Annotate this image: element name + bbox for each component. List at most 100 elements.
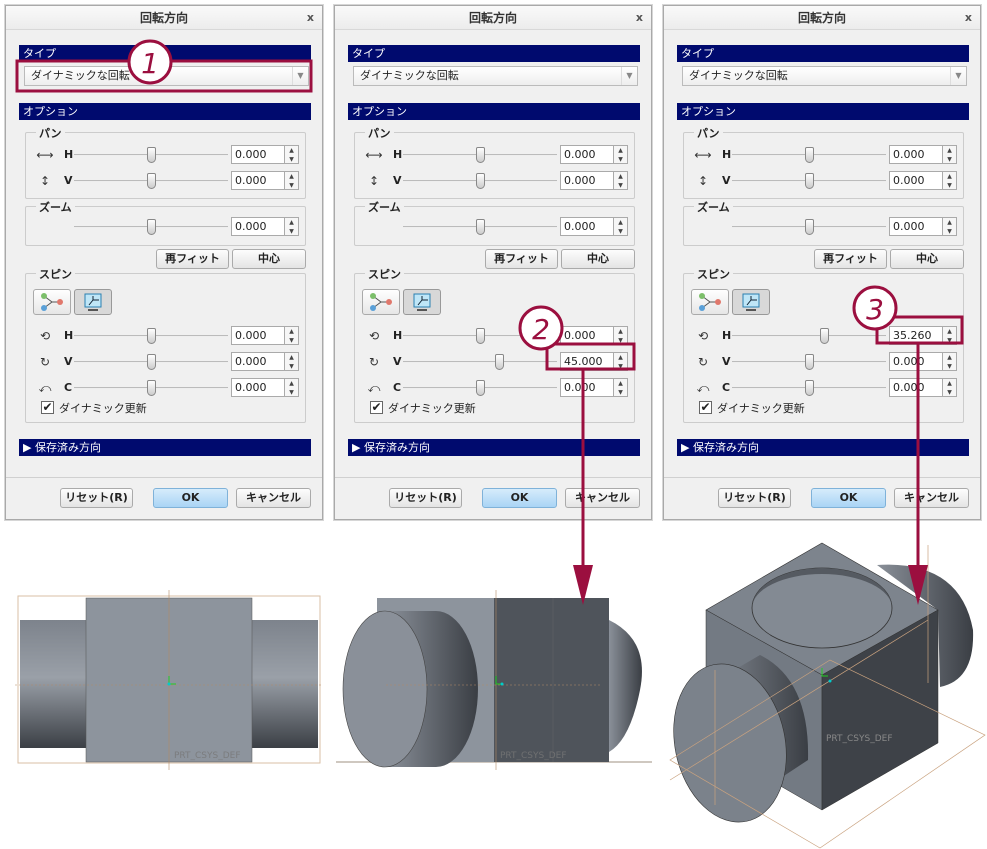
zoom-input[interactable]: 0.000 xyxy=(560,217,614,236)
horizontal-arrows-icon: ⟷ xyxy=(36,148,54,162)
slider-thumb[interactable] xyxy=(147,219,156,235)
pan-h-slider[interactable] xyxy=(74,147,228,163)
dynamic-update-checkbox[interactable]: ✔ xyxy=(41,400,54,414)
cancel-button[interactable]: キャンセル xyxy=(236,488,311,508)
slider-thumb[interactable] xyxy=(147,354,156,370)
ok-button[interactable]: OK xyxy=(153,488,228,508)
chevron-down-icon[interactable]: ▼ xyxy=(621,67,637,85)
type-dropdown[interactable]: ダイナミックな回転▼ xyxy=(682,66,967,86)
zoom-slider[interactable] xyxy=(732,219,886,235)
spin-c-slider[interactable] xyxy=(74,380,228,396)
reset-button[interactable]: リセット(R) xyxy=(389,488,462,508)
close-icon[interactable]: x xyxy=(964,11,972,24)
zoom-slider[interactable] xyxy=(403,219,557,235)
spin-v-spinner[interactable]: ▲▼ xyxy=(285,352,299,371)
pan-h-spinner[interactable]: ▲▼ xyxy=(614,145,628,164)
pan-v-input[interactable]: 0.000 xyxy=(231,171,285,190)
slider-thumb[interactable] xyxy=(147,173,156,189)
slider-thumb[interactable] xyxy=(147,380,156,396)
type-dropdown[interactable]: ダイナミックな回転▼ xyxy=(353,66,638,86)
reset-button[interactable]: リセット(R) xyxy=(60,488,133,508)
spin-c-spinner[interactable]: ▲▼ xyxy=(614,378,628,397)
screen-axes-button[interactable] xyxy=(732,289,770,315)
close-icon[interactable]: x xyxy=(635,11,643,24)
spin-v-slider[interactable] xyxy=(403,354,557,370)
zoom-slider[interactable] xyxy=(74,219,228,235)
slider-thumb[interactable] xyxy=(805,219,814,235)
slider-thumb[interactable] xyxy=(476,173,485,189)
pan-h-input[interactable]: 0.000 xyxy=(560,145,614,164)
pan-v-spinner[interactable]: ▲▼ xyxy=(285,171,299,190)
close-icon[interactable]: x xyxy=(306,11,314,24)
spin-center-button[interactable] xyxy=(33,289,71,315)
spin-c-slider[interactable] xyxy=(732,380,886,396)
zoom-spinner[interactable]: ▲▼ xyxy=(285,217,299,236)
spin-center-button[interactable] xyxy=(691,289,729,315)
dynamic-update-checkbox[interactable]: ✔ xyxy=(370,400,383,414)
refit-button[interactable]: 再フィット xyxy=(156,249,229,269)
chevron-down-icon[interactable]: ▼ xyxy=(950,67,966,85)
spin-v-spinner[interactable]: ▲▼ xyxy=(943,352,957,371)
pan-h-slider[interactable] xyxy=(403,147,557,163)
pan-h-slider[interactable] xyxy=(732,147,886,163)
saved-orientations-header[interactable]: ▶ 保存済み方向 xyxy=(348,439,640,456)
spin-c-slider[interactable] xyxy=(403,380,557,396)
spin-v-label: V xyxy=(64,355,73,368)
pan-v-input[interactable]: 0.000 xyxy=(889,171,943,190)
spin-h-spinner[interactable]: ▲▼ xyxy=(285,326,299,345)
pan-v-slider[interactable] xyxy=(403,173,557,189)
slider-thumb[interactable] xyxy=(476,380,485,396)
zoom-spinner[interactable]: ▲▼ xyxy=(614,217,628,236)
saved-orientations-header[interactable]: ▶ 保存済み方向 xyxy=(19,439,311,456)
pan-h-spinner[interactable]: ▲▼ xyxy=(943,145,957,164)
pan-v-spinner[interactable]: ▲▼ xyxy=(943,171,957,190)
spin-v-input[interactable]: 0.000 xyxy=(231,352,285,371)
spin-c-spinner[interactable]: ▲▼ xyxy=(285,378,299,397)
spin-c-input[interactable]: 0.000 xyxy=(560,378,614,397)
zoom-input[interactable]: 0.000 xyxy=(889,217,943,236)
ok-button[interactable]: OK xyxy=(482,488,557,508)
slider-thumb[interactable] xyxy=(805,380,814,396)
slider-thumb[interactable] xyxy=(805,354,814,370)
reset-button[interactable]: リセット(R) xyxy=(718,488,791,508)
pan-h-input[interactable]: 0.000 xyxy=(889,145,943,164)
center-button[interactable]: 中心 xyxy=(561,249,635,269)
pan-h-input[interactable]: 0.000 xyxy=(231,145,285,164)
refit-button[interactable]: 再フィット xyxy=(814,249,887,269)
zoom-input[interactable]: 0.000 xyxy=(231,217,285,236)
slider-thumb[interactable] xyxy=(820,328,830,344)
slider-thumb[interactable] xyxy=(495,354,505,370)
vertical-arrows-icon: ↕ xyxy=(368,174,380,188)
spin-c-input[interactable]: 0.000 xyxy=(231,378,285,397)
spin-h-input[interactable]: 0.000 xyxy=(231,326,285,345)
spin-h-slider[interactable] xyxy=(403,328,557,344)
slider-thumb[interactable] xyxy=(805,147,814,163)
slider-thumb[interactable] xyxy=(805,173,814,189)
refit-button[interactable]: 再フィット xyxy=(485,249,558,269)
slider-thumb[interactable] xyxy=(476,147,485,163)
pan-v-input[interactable]: 0.000 xyxy=(560,171,614,190)
slider-thumb[interactable] xyxy=(476,219,485,235)
spin-h-slider[interactable] xyxy=(74,328,228,344)
dynamic-update-checkbox[interactable]: ✔ xyxy=(699,400,712,414)
screen-axes-button[interactable] xyxy=(74,289,112,315)
pan-v-slider[interactable] xyxy=(732,173,886,189)
center-button[interactable]: 中心 xyxy=(890,249,964,269)
ok-button[interactable]: OK xyxy=(811,488,886,508)
pan-v-spinner[interactable]: ▲▼ xyxy=(614,171,628,190)
spin-v-slider[interactable] xyxy=(74,354,228,370)
slider-thumb[interactable] xyxy=(147,147,156,163)
center-button[interactable]: 中心 xyxy=(232,249,306,269)
pan-v-slider[interactable] xyxy=(74,173,228,189)
screen-axes-button[interactable] xyxy=(403,289,441,315)
pan-h-spinner[interactable]: ▲▼ xyxy=(285,145,299,164)
spin-center-button[interactable] xyxy=(362,289,400,315)
spin-v-slider[interactable] xyxy=(732,354,886,370)
slider-thumb[interactable] xyxy=(476,328,485,344)
vertical-arrows-icon: ↕ xyxy=(697,174,709,188)
saved-orientations-header[interactable]: ▶ 保存済み方向 xyxy=(677,439,969,456)
spin-h-slider[interactable] xyxy=(732,328,886,344)
zoom-spinner[interactable]: ▲▼ xyxy=(943,217,957,236)
slider-thumb[interactable] xyxy=(147,328,156,344)
spin-c-spinner[interactable]: ▲▼ xyxy=(943,378,957,397)
